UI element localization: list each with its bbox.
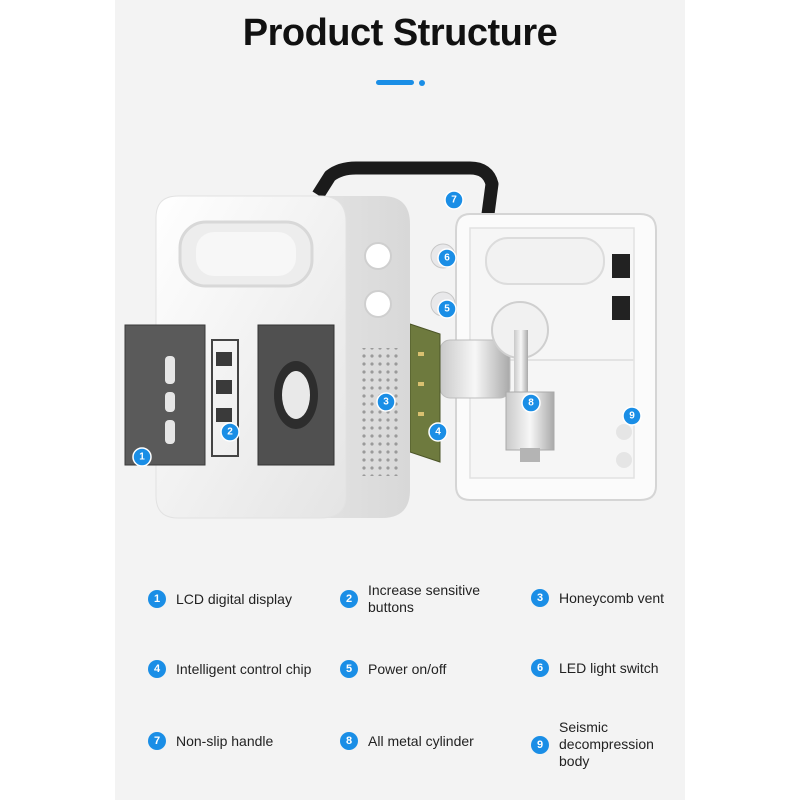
marker-7: 7 (444, 190, 464, 210)
legend-label: Non-slip handle (176, 732, 274, 749)
svg-text:6: 6 (444, 253, 450, 264)
title-accent-dot (419, 80, 425, 86)
marker-6: 6 (437, 248, 457, 268)
svg-text:5: 5 (444, 304, 450, 315)
legend-number: 7 (148, 732, 166, 750)
diagram-markers: 1 2 3 4 5 6 7 8 9 (132, 190, 642, 467)
marker-3: 3 (376, 392, 396, 412)
svg-text:1: 1 (139, 452, 145, 463)
marker-5: 5 (437, 299, 457, 319)
legend-label: Intelligent control chip (176, 660, 312, 677)
legend-label: Power on/off (368, 660, 447, 677)
marker-8: 8 (521, 393, 541, 413)
legend-label: All metal cylinder (368, 732, 474, 749)
legend-label: Honeycomb vent (559, 589, 665, 606)
marker-4: 4 (428, 422, 448, 442)
marker-9: 9 (622, 406, 642, 426)
speaker-plate (257, 324, 335, 466)
marker-2: 2 (220, 422, 240, 442)
legend-item-honeycomb-vent: 3 Honeycomb vent (531, 589, 664, 607)
legend-label: Seismic decompression body (559, 719, 654, 769)
legend-item-led-switch: 6 LED light switch (531, 659, 659, 677)
legend-item-metal-cylinder: 8 All metal cylinder (340, 732, 474, 750)
legend-number: 6 (531, 659, 549, 677)
legend-item-sensitive-buttons: 2 Increase sensitive buttons (340, 582, 480, 616)
legend-number: 5 (340, 660, 358, 678)
legend-number: 2 (340, 590, 358, 608)
legend-item-handle: 7 Non-slip handle (148, 732, 273, 750)
legend-item-power: 5 Power on/off (340, 660, 446, 678)
svg-text:7: 7 (451, 195, 457, 206)
legend-number: 4 (148, 660, 166, 678)
legend-number: 8 (340, 732, 358, 750)
legend-item-control-chip: 4 Intelligent control chip (148, 660, 311, 678)
legend-item-lcd-display: 1 LCD digital display (148, 590, 292, 608)
marker-1: 1 (132, 447, 152, 467)
svg-text:4: 4 (435, 427, 441, 438)
legend-label: LCD digital display (176, 590, 292, 607)
svg-text:9: 9 (629, 411, 635, 422)
legend-number: 9 (531, 735, 549, 754)
legend-label: LED light switch (559, 659, 659, 676)
svg-text:8: 8 (528, 398, 534, 409)
lcd-display (124, 324, 206, 466)
metal-cylinder (439, 301, 555, 462)
non-slip-handle (312, 161, 499, 215)
title-accent-bar (376, 80, 414, 85)
legend-label: Increase sensitive buttons (368, 582, 481, 615)
legend-number: 1 (148, 590, 166, 608)
svg-text:2: 2 (227, 427, 233, 438)
page-title: Product Structure (242, 12, 558, 54)
svg-text:3: 3 (383, 397, 389, 408)
sensitivity-buttons (211, 339, 239, 457)
honeycomb-vent (360, 348, 402, 476)
legend-number: 3 (531, 589, 549, 607)
legend-item-seismic-body: 9 Seismic decompression body (531, 719, 654, 770)
